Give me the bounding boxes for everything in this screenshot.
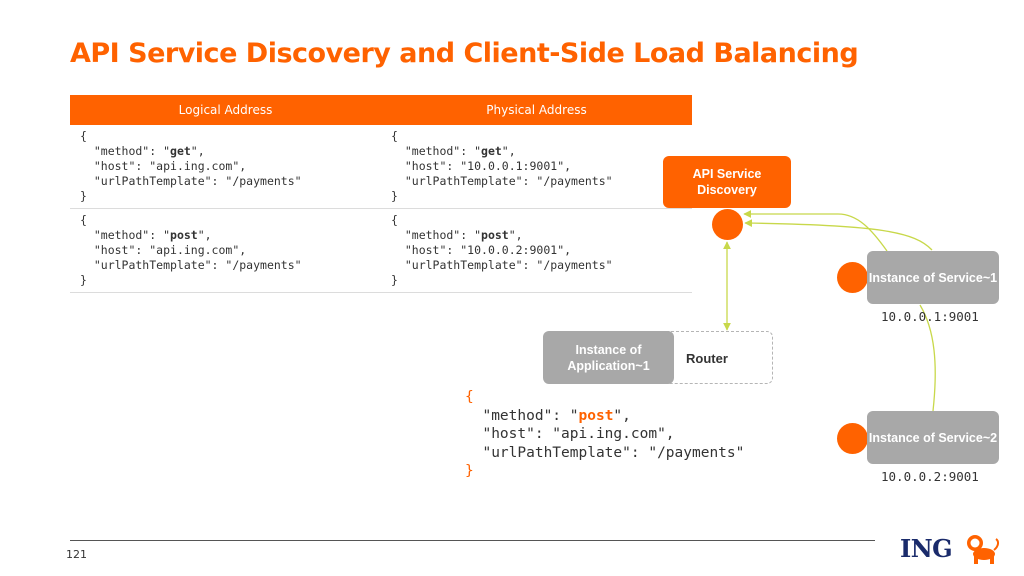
footer-divider	[70, 540, 875, 541]
physical-address-cell: { "method": "get", "host": "10.0.0.1:900…	[381, 125, 692, 208]
host-value: api.ing.com	[561, 426, 658, 442]
method-value: get	[170, 144, 191, 158]
service1-ip: 10.0.0.1:9001	[881, 309, 979, 324]
header-logical-address: Logical Address	[178, 103, 273, 117]
application-box: Instance of Application~1	[543, 331, 674, 384]
address-table: Logical Address Physical Address { "meth…	[70, 95, 692, 293]
path-value: /payments	[543, 258, 606, 272]
code-block: { "method": "post", "host": "10.0.0.2:90…	[391, 213, 613, 287]
code-block: { "method": "get", "host": "10.0.0.1:900…	[391, 129, 613, 203]
code-block: { "method": "get", "host": "api.ing.com"…	[80, 129, 302, 203]
path-value: /payments	[232, 174, 295, 188]
service1-registration-connector	[743, 210, 888, 252]
table-header: Logical Address Physical Address	[70, 95, 692, 125]
code-block: { "method": "post", "host": "api.ing.com…	[80, 213, 302, 287]
host-value: 10.0.0.2:9001	[467, 243, 558, 257]
logo-text: ING	[900, 534, 953, 563]
service2-ip: 10.0.0.2:9001	[881, 469, 979, 484]
lion-icon	[967, 535, 1000, 564]
service1-box: Instance of Service~1	[867, 251, 999, 304]
path-value: /payments	[543, 174, 606, 188]
request-code-block: { "method": "post", "host": "api.ing.com…	[465, 389, 745, 479]
router-label: Router	[686, 351, 728, 366]
logical-address-cell: { "method": "post", "host": "api.ing.com…	[70, 209, 381, 292]
service2-node-icon	[837, 423, 868, 454]
logical-address-cell: { "method": "get", "host": "api.ing.com"…	[70, 125, 381, 208]
method-value: post	[578, 407, 614, 424]
discovery-node-icon	[712, 209, 743, 240]
method-value: post	[170, 228, 198, 242]
path-value: /payments	[657, 444, 736, 461]
host-value: api.ing.com	[156, 159, 233, 173]
service2-registration-connector	[745, 223, 936, 412]
header-physical-address: Physical Address	[486, 103, 587, 117]
table-row: { "method": "get", "host": "api.ing.com"…	[70, 125, 692, 209]
page-title: API Service Discovery and Client-Side Lo…	[70, 38, 859, 69]
method-value: get	[481, 144, 502, 158]
service2-box: Instance of Service~2	[867, 411, 999, 464]
host-value: 10.0.0.1:9001	[467, 159, 558, 173]
physical-address-cell: { "method": "post", "host": "10.0.0.2:90…	[381, 209, 692, 292]
service-discovery-box: API Service Discovery	[663, 156, 791, 208]
page-number: 121	[66, 548, 87, 561]
table-row: { "method": "post", "host": "api.ing.com…	[70, 209, 692, 293]
host-value: api.ing.com	[156, 243, 233, 257]
path-value: /payments	[232, 258, 295, 272]
ing-logo: ING	[900, 532, 1000, 566]
service1-node-icon	[837, 262, 868, 293]
method-value: post	[481, 228, 509, 242]
